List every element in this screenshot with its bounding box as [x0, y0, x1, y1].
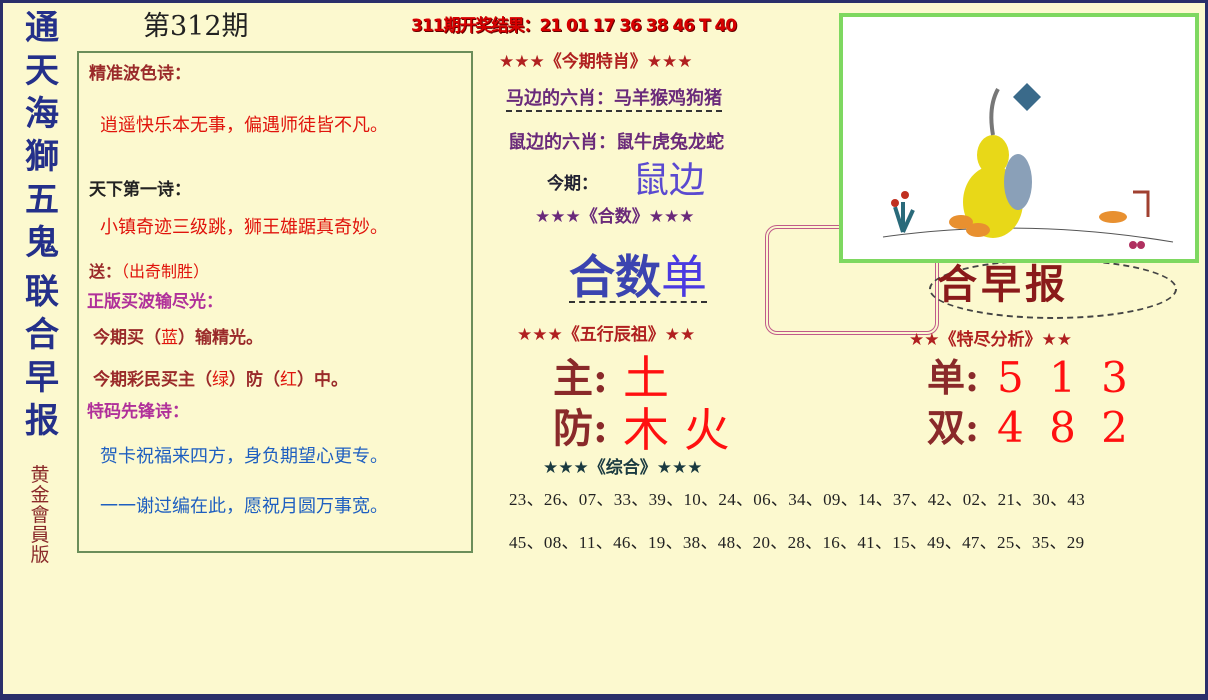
left-panel — [77, 51, 473, 553]
combo-title: ★★★《综合》★★★ — [543, 458, 703, 478]
title-char: 天 — [25, 51, 59, 91]
title-char: 五 — [25, 180, 59, 220]
sum-value: 单 — [661, 250, 707, 304]
main-value: 土 — [623, 351, 669, 405]
even-label: 双: — [927, 405, 980, 450]
title-char: 联 — [25, 272, 59, 312]
odd-label: 单: — [927, 355, 980, 400]
gourd-illustration — [839, 13, 1199, 263]
text: 今期买（ — [93, 328, 161, 348]
buy-line: 今期买（蓝）输精光。 — [93, 328, 263, 349]
text: 今期彩民买主（ — [93, 370, 212, 390]
title-char: 通 — [25, 8, 59, 48]
guard-label: 防: — [553, 405, 608, 452]
text: ）输精光。 — [178, 328, 263, 348]
poem-line: 贺卡祝福来四方，身负期望心更专。 — [100, 446, 388, 467]
tail-title: ★★《特尽分析》★★ — [909, 330, 1072, 350]
send-label: 送： — [89, 262, 122, 281]
text: ）防（ — [229, 370, 280, 390]
title-char: 海 — [25, 94, 59, 134]
title-char: 合 — [25, 315, 59, 355]
poem-line: 小镇奇迹三级跳，狮王雄踞真奇妙。 — [100, 217, 388, 238]
sum-title: ★★★《合数》★★★ — [535, 207, 695, 227]
combo-row-2: 45、08、11、46、19、38、48、20、28、16、41、15、49、4… — [509, 533, 1085, 552]
heading-wave-lose: 正版买波输尽光： — [87, 292, 223, 312]
heading-wave-poem: 精准波色诗： — [89, 64, 191, 84]
vertical-subtitle: 黄金會員版 — [30, 464, 50, 566]
send-value: （出奇制胜） — [121, 262, 210, 281]
poem-line: 一一谢过编在此，愿祝月圆万事宽。 — [100, 496, 388, 517]
vertical-title: 通 天 海 獅 五 鬼 联 合 早 报 — [17, 7, 67, 443]
title-char: 鬼 — [25, 223, 59, 263]
title-char: 獅 — [25, 137, 59, 177]
rat-side: 鼠边的六肖：鼠牛虎兔龙蛇 — [508, 132, 724, 153]
color-blue-word: 蓝 — [161, 328, 178, 348]
odd-value: 5 1 3 — [997, 353, 1134, 402]
last-result: 311期开奖结果：21 01 17 36 38 46 T 40 — [411, 16, 737, 36]
brand-title: 合早报 — [937, 262, 1069, 308]
title-char: 报 — [25, 401, 59, 441]
main-label: 主: — [553, 355, 608, 402]
gourd-icon — [882, 83, 1174, 249]
color-green-word: 绿 — [212, 370, 229, 390]
zodiac-title: ★★★《今期特肖》★★★ — [499, 52, 693, 72]
this-issue-label: 今期： — [547, 174, 598, 194]
sum-label-text: 合数 — [569, 250, 661, 304]
text: ）中。 — [297, 370, 348, 390]
even-value: 4 8 2 — [997, 403, 1134, 452]
issue-number: 第312期 — [143, 11, 249, 42]
combo-row-1: 23、26、07、33、39、10、24、06、34、09、14、37、42、0… — [509, 490, 1085, 509]
elements-title: ★★★《五行辰祖》★★ — [517, 325, 696, 345]
this-issue-value: 鼠边 — [633, 160, 706, 201]
horse-side: 马边的六肖：马羊猴鸡狗猪 — [506, 88, 722, 112]
color-red-word: 红 — [280, 370, 297, 390]
guard-value: 木 火 — [623, 403, 730, 457]
heading-vanguard-poem: 特码先锋诗： — [87, 402, 189, 422]
poem-line: 逍遥快乐本无事，偏遇师徒皆不凡。 — [100, 115, 388, 136]
send-line: 送：（出奇制胜） — [89, 262, 210, 281]
heading-top-poem: 天下第一诗： — [89, 180, 191, 200]
main-guard-line: 今期彩民买主（绿）防（红）中。 — [93, 370, 348, 391]
sum-label: 合数单 — [569, 250, 707, 304]
title-char: 早 — [25, 358, 59, 398]
